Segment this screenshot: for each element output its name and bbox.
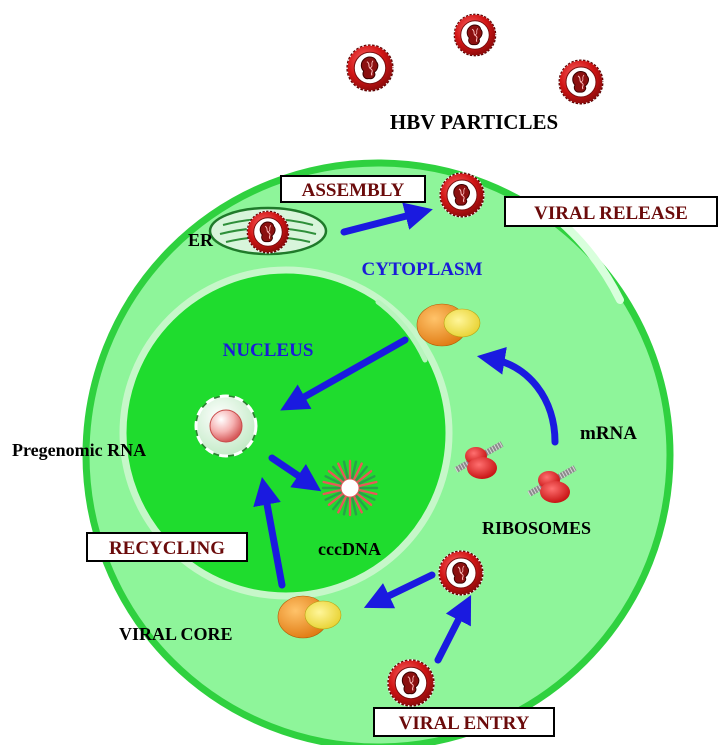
arrow-entry <box>434 595 472 664</box>
nucleus-label: NUCLEUS <box>223 340 314 361</box>
arrows <box>253 202 559 664</box>
hbv-particle <box>346 44 394 92</box>
cccdna-ray <box>353 462 363 481</box>
hbv-particle-entering <box>438 550 484 596</box>
nucleus-highlight <box>375 299 428 363</box>
cytoplasm-label: CYTOPLASM <box>361 259 482 280</box>
arrow-mrna-to-ribosome-translation <box>476 346 559 446</box>
cccdna-ray <box>355 494 369 511</box>
er-label: ER <box>188 230 214 250</box>
cccdna-ray <box>322 489 342 496</box>
cccdna-ray <box>357 475 376 485</box>
hbv-particle-released <box>439 172 485 218</box>
ribosomes-label: RIBOSOMES <box>482 518 591 538</box>
viral-release-box: VIRAL RELEASE <box>504 196 718 227</box>
assembly-box: ASSEMBLY <box>280 175 426 203</box>
cccdna-ray <box>356 493 373 507</box>
cccdna-ray <box>342 496 349 516</box>
cccdna-ray <box>322 480 342 487</box>
arrow-recycling <box>253 476 286 589</box>
cccdna-ray <box>358 489 378 496</box>
cccdna-ray <box>331 494 345 511</box>
viral-release-label: VIRAL RELEASE <box>534 203 688 224</box>
hbv-particle-er <box>246 210 290 254</box>
hbv-particle-entry <box>387 659 435 707</box>
mrna-label: mRNA <box>580 423 637 444</box>
recycling-box: RECYCLING <box>86 532 248 562</box>
hbv-particle <box>558 59 604 105</box>
hbv-particles-label: HBV PARTICLES <box>390 110 558 134</box>
cccdna-ray <box>351 460 358 480</box>
cccdna-ray <box>357 491 376 501</box>
viral-entry-label: VIRAL ENTRY <box>399 713 530 734</box>
cccdna-ray <box>337 462 347 481</box>
arrow-core-to-nucleus <box>280 336 409 411</box>
cccdna-ray <box>331 465 345 482</box>
pregenomic-rna-particle <box>194 394 258 458</box>
arrow-assembly-to-release <box>340 202 433 236</box>
cccdna-ray <box>358 480 378 487</box>
viral-core-label: VIRAL CORE <box>119 624 233 644</box>
recycling-label: RECYCLING <box>109 538 225 559</box>
viral-entry-box: VIRAL ENTRY <box>373 707 555 737</box>
nucleus-envelope <box>119 266 453 600</box>
arrow-uncoating <box>363 571 436 609</box>
cccdna-label: cccDNA <box>318 539 381 559</box>
cccdna-ray <box>324 475 343 485</box>
cccdna-structure <box>321 459 379 517</box>
cccdna-ray <box>353 495 363 514</box>
nucleus <box>119 266 453 600</box>
cccdna-ray <box>342 460 349 480</box>
cccdna-ray <box>351 496 358 516</box>
cccdna-ray <box>324 491 343 501</box>
assembly-label: ASSEMBLY <box>302 180 405 201</box>
cccdna-ray <box>327 469 344 483</box>
cccdna-ray <box>337 495 347 514</box>
pregenomic-rna-label: Pregenomic RNA <box>12 440 146 460</box>
hbv-particle <box>453 13 497 57</box>
cccdna-ray <box>356 469 373 483</box>
cccdna-ray <box>327 493 344 507</box>
cccdna-ray <box>355 465 369 482</box>
arrow-pgrna-to-cccdna <box>268 454 322 492</box>
